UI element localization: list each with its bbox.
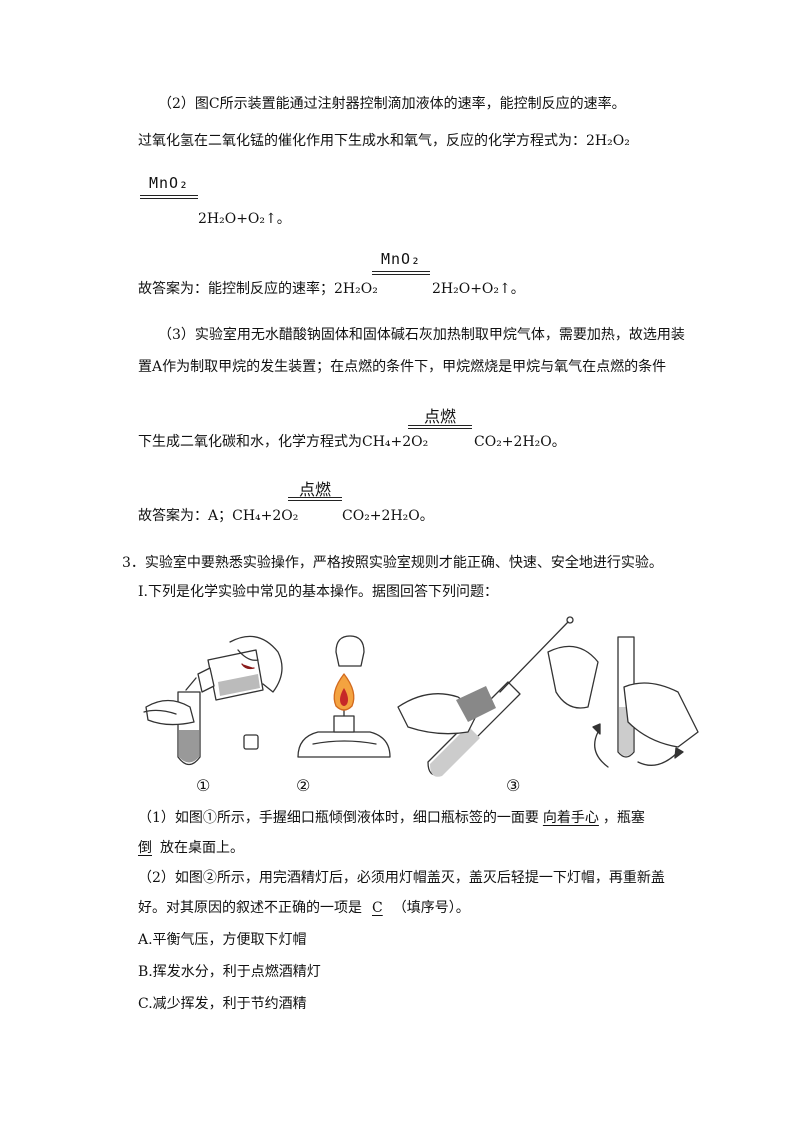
part2-answer-right: 2H₂O+O₂↑。 bbox=[432, 281, 525, 297]
option-c: C.减少挥发，利于节约酒精 bbox=[138, 996, 307, 1012]
subquestion-2-line-1: （2）如图②所示，用完酒精灯后，必须用灯帽盖灭，盖灭后轻提一下灯帽，再重新盖 bbox=[138, 870, 665, 886]
answer-catalyst-label: MnO₂ bbox=[380, 250, 422, 268]
answer-condition-bar-2 bbox=[288, 497, 342, 501]
pouring-liquid-illustration bbox=[143, 635, 283, 766]
figure-label-2: ② bbox=[296, 776, 311, 795]
option-b: B.挥发水分，利于点燃酒精灯 bbox=[138, 964, 321, 980]
part3-line-3-left: 下生成二氧化碳和水，化学方程式为CH₄+2O₂ bbox=[138, 434, 429, 450]
answer-condition-bar bbox=[372, 271, 430, 275]
part2-answer-left: 故答案为：能控制反应的速率；2H₂O₂ bbox=[138, 281, 378, 297]
part2-line-3: 2H₂O+O₂↑。 bbox=[198, 211, 291, 227]
answer-condition-label: 点燃 bbox=[298, 480, 331, 499]
alcohol-lamp-illustration bbox=[297, 635, 391, 758]
test-tube-handling-illustration bbox=[397, 616, 699, 777]
catalyst-label: MnO₂ bbox=[148, 174, 190, 192]
part2-line-2: 过氧化氢在二氧化锰的催化作用下生成水和氧气，反应的化学方程式为：2H₂O₂ bbox=[138, 133, 630, 149]
condition-bar bbox=[408, 425, 472, 429]
subquestion-2-text-end: （填序号）。 bbox=[392, 900, 470, 916]
lab-operations-illustration bbox=[143, 616, 699, 777]
answer-blank-2: 倒 bbox=[138, 840, 160, 856]
answer-1: 向着手心 bbox=[542, 810, 599, 826]
answer-3: C bbox=[372, 900, 383, 916]
subquestion-1-line-2: 倒放在桌面上。 bbox=[138, 838, 244, 858]
lab-operations-figure: ① ② ③ bbox=[138, 612, 708, 802]
subquestion-1-text-mid: ，瓶塞 bbox=[602, 810, 645, 826]
part3-line-3-right: CO₂+2H₂O。 bbox=[474, 434, 566, 450]
part3-line-2: 置A作为制取甲烷的发生装置；在点燃的条件下，甲烷燃烧是甲烷与氧气在点燃的条件 bbox=[138, 359, 667, 375]
subquestion-2-line-2: 好。对其原因的叙述不正确的一项是 C （填序号）。 bbox=[138, 898, 470, 918]
figure-label-1: ① bbox=[196, 776, 211, 795]
condition-label: 点燃 bbox=[423, 407, 456, 426]
part3-answer-left: 故答案为：A；CH₄+2O₂ bbox=[138, 508, 299, 524]
subquestion-1-text: （1）如图①所示，手握细口瓶倾倒液体时，细口瓶标签的一面要 bbox=[138, 810, 539, 826]
answer-blank-1: 向着手心 bbox=[539, 810, 603, 826]
subquestion-2-text: 好。对其原因的叙述不正确的一项是 bbox=[138, 900, 362, 916]
part3-answer-right: CO₂+2H₂O。 bbox=[342, 508, 434, 524]
figure-label-3: ③ bbox=[506, 776, 521, 795]
answer-blank-3: C bbox=[362, 900, 393, 916]
subquestion-1-text-end: 放在桌面上。 bbox=[160, 840, 244, 856]
option-a: A.平衡气压，方便取下灯帽 bbox=[138, 932, 307, 948]
part3-line-1: （3）实验室用无水醋酸钠固体和固体碱石灰加热制取甲烷气体，需要加热，故选用装 bbox=[158, 327, 685, 343]
question-3-intro: Ⅰ.下列是化学实验中常见的基本操作。据图回答下列问题： bbox=[138, 584, 498, 600]
question-3-stem: 3．实验室中要熟悉实验操作，严格按照实验室规则才能正确、快速、安全地进行实验。 bbox=[122, 555, 663, 571]
part2-line-1: （2）图C所示装置能通过注射器控制滴加液体的速率，能控制反应的速率。 bbox=[158, 96, 626, 112]
subquestion-1-line: （1）如图①所示，手握细口瓶倾倒液体时，细口瓶标签的一面要向着手心，瓶塞 bbox=[138, 808, 645, 828]
answer-2: 倒 bbox=[138, 840, 152, 856]
reaction-condition-bar bbox=[140, 195, 198, 199]
